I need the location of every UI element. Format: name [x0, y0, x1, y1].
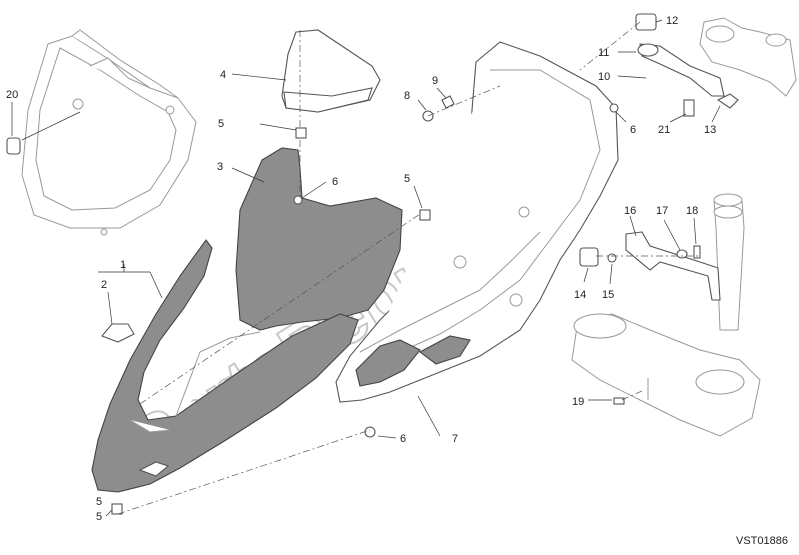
part-10-11-bracket — [617, 13, 725, 97]
callout-6b: 6 — [400, 433, 406, 445]
callout-5b: 5 — [404, 173, 410, 185]
callout-14: 14 — [574, 289, 586, 301]
fasteners — [11, 87, 739, 517]
callout-20: 20 — [6, 89, 18, 101]
alignment-lines — [117, 21, 700, 515]
callout-6a: 6 — [332, 176, 338, 188]
callout-21: 21 — [658, 124, 670, 136]
callout-13: 13 — [704, 124, 716, 136]
callout-6c: 6 — [630, 124, 636, 136]
callout-5d: 5 — [96, 496, 102, 508]
callout-5c: 5 — [96, 511, 102, 523]
part-3-inner-panel — [231, 147, 403, 331]
drawing-code: VST01886 — [736, 535, 788, 547]
callout-2: 2 — [101, 279, 107, 291]
callout-8: 8 — [404, 90, 410, 102]
callout-12: 12 — [666, 15, 678, 27]
callout-5a: 5 — [218, 118, 224, 130]
part-7-inner-frame — [335, 41, 619, 437]
callout-3: 3 — [217, 161, 223, 173]
part-16-bracket — [625, 215, 721, 301]
upper-triple-clamp — [699, 17, 797, 97]
lower-fork-assembly — [571, 193, 761, 437]
callout-9: 9 — [432, 75, 438, 87]
callout-17: 17 — [656, 205, 668, 217]
callout-11: 11 — [598, 47, 609, 59]
part-2-cover — [101, 291, 135, 343]
callout-16: 16 — [624, 205, 636, 217]
callout-4: 4 — [220, 69, 226, 81]
part-20-grommet — [6, 137, 21, 155]
callout-18: 18 — [686, 205, 698, 217]
part-4-windscreen — [231, 29, 381, 113]
callout-labels: 1 2 3 4 5 5 5 5 6 6 6 7 8 9 10 11 12 13 … — [6, 15, 716, 523]
callout-19: 19 — [572, 396, 584, 408]
part-1-outer-fairing — [91, 239, 359, 493]
callout-1: 1 — [120, 259, 126, 271]
headlight-assembly — [21, 29, 197, 236]
callout-15: 15 — [602, 289, 614, 301]
callout-7: 7 — [452, 433, 458, 445]
callout-10: 10 — [598, 71, 610, 83]
